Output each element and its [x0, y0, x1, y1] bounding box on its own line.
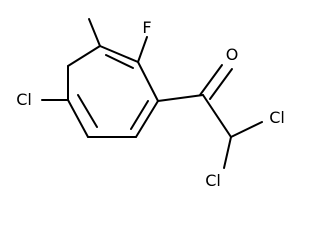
- chlorine-ring-label: Cl: [16, 90, 32, 109]
- aryl-carbonyl-bond: [157, 94, 204, 102]
- carbonyl-double-bond-right: [209, 68, 233, 100]
- ring-bond-left-inner: [77, 94, 98, 128]
- ring-bond-top-right: [99, 45, 139, 63]
- ring-bond-top-left: [67, 45, 101, 67]
- chemical-structure-diagram: F O Cl Cl Cl: [16, 18, 285, 190]
- dichloromethyl-lower-cl-bond: [223, 136, 232, 169]
- fluorine-label: F: [142, 18, 151, 37]
- methyl-bond: [88, 18, 101, 47]
- carbonyl-to-dichloromethyl-bond: [202, 94, 232, 138]
- chlorine-upper-label: Cl: [269, 108, 285, 127]
- benzene-ring: [67, 45, 159, 138]
- oxygen-label: O: [226, 45, 239, 64]
- ring-bond-bottom-right-inner: [130, 100, 149, 130]
- carbonyl-double-bond-left: [199, 64, 223, 96]
- ring-bond-left: [67, 99, 89, 138]
- ring-bond-right: [137, 61, 159, 102]
- fluoro-bond: [137, 36, 148, 63]
- ring-bond-bottom-right: [135, 100, 159, 138]
- dichloromethyl-upper-cl-bond: [230, 121, 263, 138]
- ring-bond-top-right-inner: [105, 54, 134, 69]
- chlorine-lower-label: Cl: [205, 171, 221, 190]
